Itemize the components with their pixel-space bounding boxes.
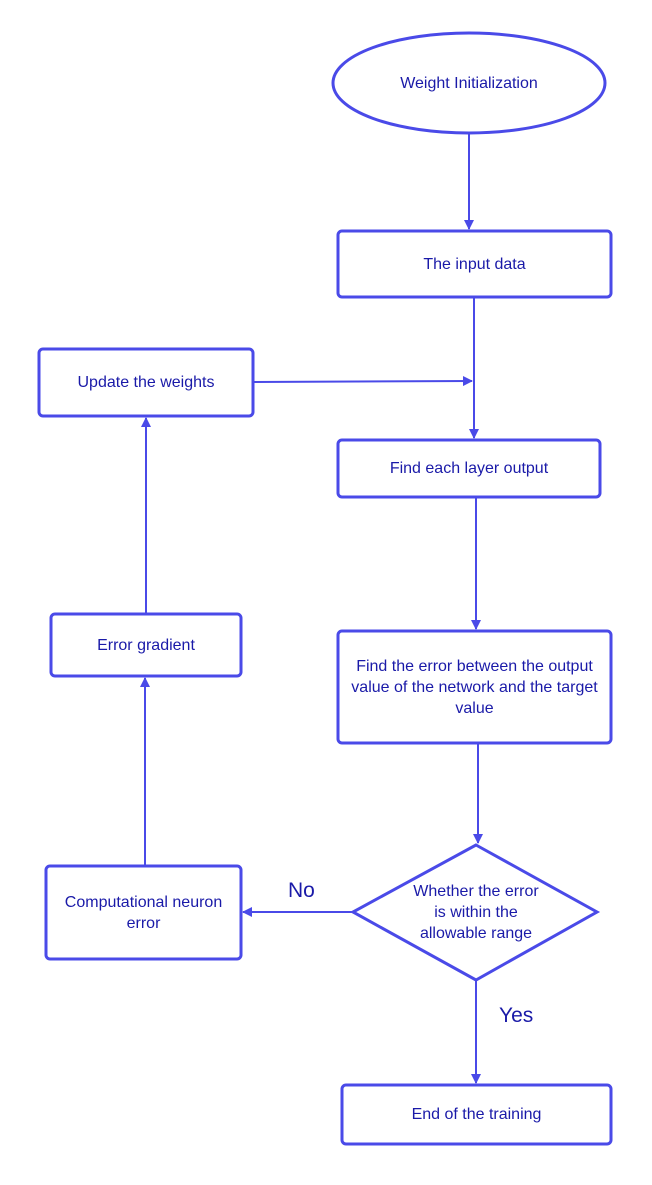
end-training-label: End of the training [411,1106,542,1123]
weight-init-label: Weight Initialization [400,74,538,92]
end-training-node [340,1083,613,1146]
yes-edge-label: Yes [499,1004,534,1027]
find-error-label: Find the error between the output value … [351,657,598,717]
edge-update-to-flow [252,376,473,387]
update-weights-node [37,347,255,418]
find-error-node [336,629,613,745]
error-gradient-label: Error gradient [97,636,195,654]
layer-output-node [336,438,602,499]
neuron-error-node [44,864,243,961]
update-weights-label: Update the weights [77,374,215,391]
layer-output-label: Find each layer output [389,460,549,477]
neuron-error-label: Computational neuron error [64,893,223,932]
no-edge-label: No [288,879,315,902]
input-data-label: The input data [423,255,526,273]
decision-label: Whether the error is within the allowabl… [413,882,539,942]
